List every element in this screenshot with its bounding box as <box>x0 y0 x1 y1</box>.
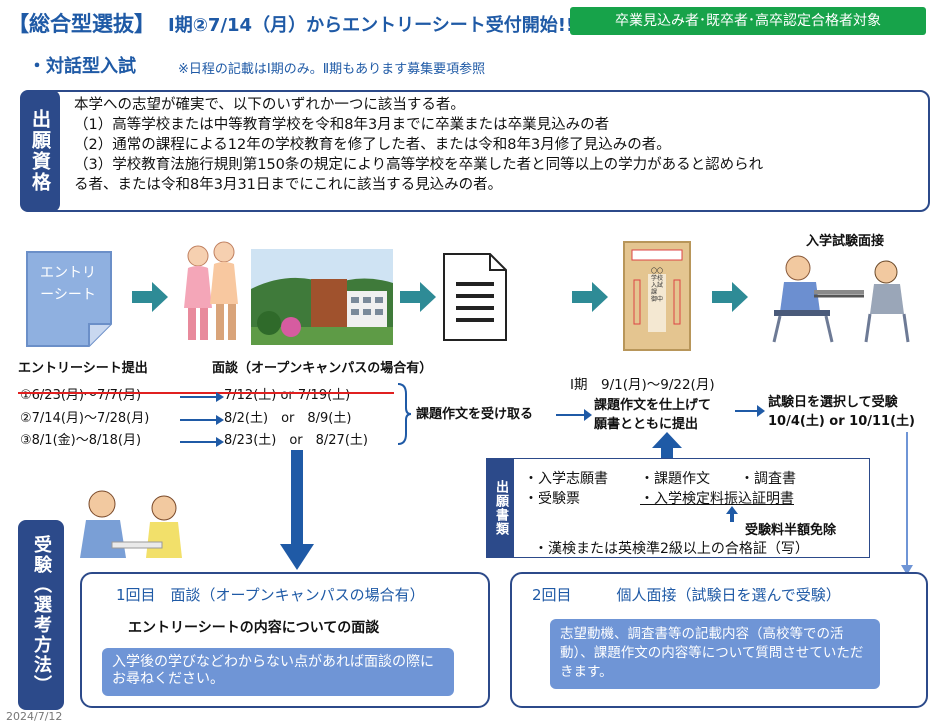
flow-arrow-icon <box>132 282 168 316</box>
round2-note: 志望動機、調査書等の記載内容（高校等での活動）、課題作文の内容等について質問させ… <box>550 619 880 689</box>
section-title: ・対話型入試 <box>28 56 136 77</box>
entry-sheet-box-text: エントリーシート <box>40 265 96 303</box>
page-title: 【総合型選抜】 <box>8 12 155 36</box>
submit-line-1: 課題作文を仕上げて <box>594 398 712 413</box>
schedule-interview-2: 8/2(土) or 8/9(土) <box>224 411 352 426</box>
doc-item: ・受験票 <box>524 491 580 507</box>
students-illustration <box>178 238 250 348</box>
document-icon <box>442 252 508 342</box>
qualification-label: 出願資格 <box>20 90 60 212</box>
round1-sub: エントリーシートの内容についての面談 <box>128 620 380 636</box>
strike-line <box>18 392 394 394</box>
docs-label: 出願書類 <box>486 458 514 558</box>
qualification-line: （1）高等学校または中等教育学校を令和8年3月までに卒業または卒業見込みの者 <box>74 117 610 133</box>
schedule-interview-3: 8/23(土) or 8/27(土) <box>224 433 368 448</box>
round2-title: 2回目 個人面接（試験日を選んで受験） <box>532 586 841 604</box>
discount-arrow-icon <box>726 506 738 526</box>
qualification-line: る者、または令和8年3月31日までにこれに該当する見込みの者。 <box>74 177 503 193</box>
schedule-arrow-icon <box>180 410 224 429</box>
down-arrow-small-icon <box>901 560 913 579</box>
submit-line-2: 願書とともに提出 <box>594 417 699 432</box>
entry-submit-label: エントリーシート提出 <box>18 361 148 376</box>
doc-item: ・入学検定料振込証明書 <box>640 491 794 507</box>
down-arrow-icon <box>280 450 314 574</box>
cert-label: ・漢検または英検準2級以上の合格証（写） <box>534 541 809 557</box>
schedule-interview-1: 7/12(土) or 7/19(土) <box>224 388 351 403</box>
qualification-text: 本学への志望が確実で、以下のいずれか一つに該当する者。 （1）高等学校または中等… <box>74 95 924 195</box>
schedule-entry-2: ②7/14(月)～7/28(月) <box>20 411 150 426</box>
qualification-line: （2）通常の課程による12年の学校教育を修了した者、または令和8年3月修了見込み… <box>74 137 671 153</box>
schedule-arrow-icon <box>180 387 224 406</box>
exam-line-1: 試験日を選択して受験 <box>768 395 898 410</box>
docs-box <box>486 458 870 558</box>
envelope-text: 〇〇学校 入試課 御中 <box>651 268 664 303</box>
interview-label: 面談（オープンキャンパスの場合有） <box>212 361 433 376</box>
flow-arrow-icon <box>712 282 748 316</box>
schedule-brace <box>396 382 412 450</box>
discount-label: 受験料半額免除 <box>745 523 837 538</box>
exam-method-label: 受験（選考方法） <box>18 520 64 710</box>
up-arrow-icon <box>652 432 682 466</box>
receive-task-label: 課題作文を受け取る <box>416 407 534 422</box>
exam-line-2: 10/4(土) or 10/11(土) <box>768 414 915 429</box>
doc-item: ・課題作文 <box>640 471 710 487</box>
consultation-illustration <box>72 486 192 564</box>
exam-interview-label: 入学試験面接 <box>806 234 885 249</box>
schedule-entry-3: ③8/1(金)～8/18(月) <box>20 433 142 448</box>
right-connector-line <box>906 432 908 566</box>
campus-photo <box>251 249 393 345</box>
qualification-line: 本学への志望が確実で、以下のいずれか一つに該当する者。 <box>74 97 465 113</box>
qualification-line: （3）学校教育法施行規則第150条の規定により高等学校を卒業した者と同等以上の学… <box>74 157 764 173</box>
flow-arrow-icon <box>572 282 608 316</box>
envelope-icon <box>622 240 692 352</box>
doc-item: ・入学志願書 <box>524 471 608 487</box>
schedule-entry-1: ①6/23(月)～7/7(月) <box>20 388 142 403</box>
exam-interview-illustration <box>754 250 924 346</box>
round1-title: 1回目 面談（オープンキャンパスの場合有） <box>116 586 425 604</box>
schedule-arrow-icon <box>180 432 224 451</box>
flow-arrow-icon <box>556 406 592 425</box>
flow-arrow-icon <box>735 402 765 421</box>
period-label: Ⅰ期 9/1(月)～9/22(月) <box>570 377 715 393</box>
entry-sheet-icon <box>25 250 113 348</box>
round1-note: 入学後の学びなどわからない点があれば面談の際にお尋ねください。 <box>102 648 454 696</box>
section-note: ※日程の記載はⅠ期のみ。Ⅱ期もあります募集要項参照 <box>178 62 486 77</box>
page-subtitle: Ⅰ期②7/14（月）からエントリーシート受付開始!! <box>168 15 575 36</box>
doc-item: ・調査書 <box>740 471 796 487</box>
target-badge: 卒業見込み者･既卒者･高卒認定合格者対象 <box>570 7 926 35</box>
flow-arrow-icon <box>400 282 436 316</box>
footer-date: 2024/7/12 <box>6 710 63 723</box>
